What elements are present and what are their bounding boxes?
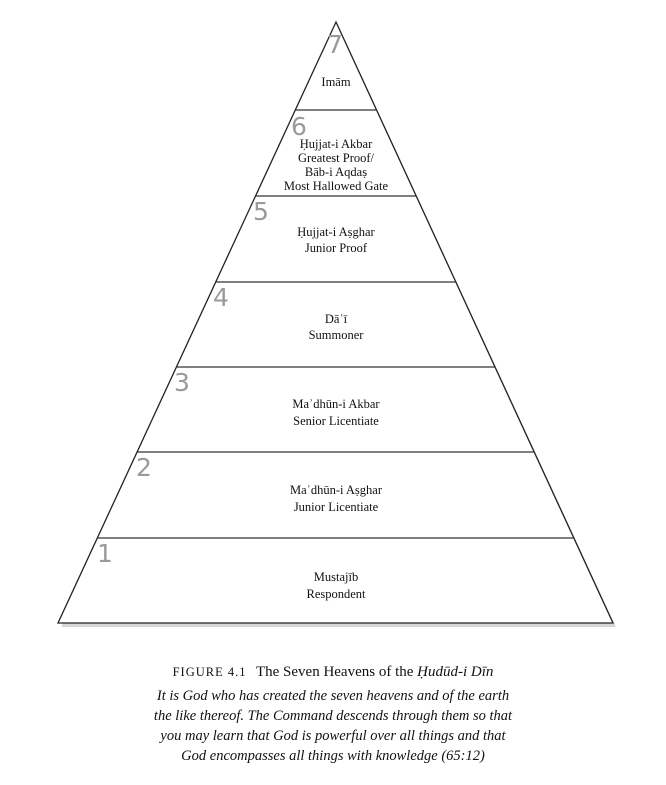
label-line: Respondent [306, 587, 366, 601]
level-5-label: Ḥujjat-i Aṣghar Junior Proof [186, 224, 486, 256]
label-line: Junior Licentiate [293, 500, 379, 514]
level-7-label: Imām [186, 75, 486, 90]
label-line: Mustajīb [313, 570, 359, 584]
figure-caption-body: It is God who has created the seven heav… [100, 686, 566, 766]
level-number: 3 [174, 368, 190, 397]
caption-title: The Seven Heavens of the [255, 664, 414, 680]
label-line: Bāb-i Aqdaṣ [304, 165, 368, 179]
caption-line: God encompasses all things with knowledg… [181, 748, 485, 764]
level-number: 4 [213, 283, 229, 312]
caption-line: the like thereof. The Command descends t… [153, 708, 513, 724]
label-line: Imām [321, 75, 351, 89]
label-line: Senior Licentiate [293, 414, 379, 428]
figure-label: FIGURE 4.1 [172, 665, 247, 679]
level-2-label: Maʾdhūn-i Aṣghar Junior Licentiate [186, 482, 486, 516]
label-line: Dāʿī [324, 312, 348, 326]
figure-caption-title: FIGURE 4.1 The Seven Heavens of the Ḥudū… [100, 664, 566, 681]
label-line: Summoner [308, 328, 364, 342]
label-line: Junior Proof [304, 241, 368, 255]
level-number: 5 [253, 197, 269, 226]
level-4-label: Dāʿī Summoner [186, 311, 486, 343]
pyramid-outline [56, 20, 615, 624]
caption-line: It is God who has created the seven heav… [156, 688, 510, 704]
caption-line: you may learn that God is powerful over … [160, 728, 506, 744]
label-line: Maʾdhūn-i Aṣghar [290, 483, 382, 497]
level-6-label: Ḥujjat-i Akbar Greatest Proof/ Bāb-i Aqd… [186, 137, 486, 193]
level-number: 2 [136, 453, 152, 482]
level-number: 6 [291, 112, 307, 141]
pyramid-diagram [56, 20, 616, 627]
level-number: 7 [327, 30, 343, 59]
label-line: Greatest Proof/ [297, 151, 375, 165]
label-line: Ḥujjat-i Aṣghar [297, 225, 375, 239]
label-line: Maʾdhūn-i Akbar [292, 397, 380, 411]
level-number: 1 [97, 539, 113, 568]
level-1-label: Mustajīb Respondent [186, 569, 486, 603]
label-line: Most Hallowed Gate [283, 179, 389, 193]
caption-title-italic: Ḥudūd-i Dīn [417, 664, 494, 680]
level-3-label: Maʾdhūn-i Akbar Senior Licentiate [186, 396, 486, 430]
label-line: Ḥujjat-i Akbar [299, 137, 373, 151]
